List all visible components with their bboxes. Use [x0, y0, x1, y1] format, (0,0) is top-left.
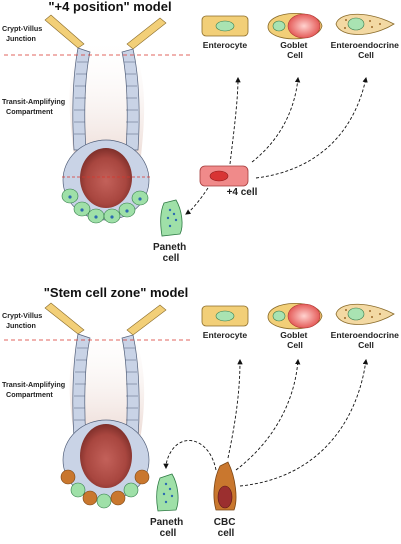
- crypt-structure: [44, 302, 167, 509]
- goblet-cell: Goblet Cell: [267, 302, 323, 350]
- goblet-label: Goblet Cell: [280, 330, 310, 350]
- paneth-label: Paneth cell: [153, 242, 189, 264]
- enterocyte-cell: Enterocyte: [201, 305, 249, 340]
- enteroendocrine-cell: Enteroendocrine Cell: [331, 303, 401, 350]
- enteroendocrine-cell: Enteroendocrine Cell: [331, 13, 401, 60]
- arrow-to-goblet: [251, 76, 301, 163]
- arrow-to-paneth: [163, 440, 217, 471]
- enteroendocrine-label: Enteroendocrine Cell: [331, 330, 401, 350]
- cbc-label: CBC cell: [214, 517, 238, 539]
- paneth-cell: Paneth cell: [150, 473, 186, 539]
- enterocyte-cell: Enterocyte: [201, 15, 249, 50]
- differentiation-arrows: [185, 76, 368, 215]
- panel-title: "+4 position" model: [48, 0, 171, 14]
- differentiation-arrows: [163, 358, 369, 487]
- enterocyte-label: Enterocyte: [203, 40, 248, 50]
- paneth-cell: Paneth cell: [153, 199, 189, 264]
- junction-label: Crypt-Villus Junction: [2, 311, 44, 330]
- arrow-to-enteroendocrine: [255, 76, 368, 179]
- panel-title: "Stem cell zone" model: [44, 285, 189, 300]
- arrow-to-enteroendocrine: [239, 358, 369, 487]
- crypt-structure: [44, 14, 167, 224]
- goblet-label: Goblet Cell: [280, 40, 310, 60]
- goblet-cell: Goblet Cell: [267, 12, 323, 60]
- plus4-stem-cell: +4 cell: [199, 165, 258, 198]
- arrow-to-goblet: [235, 358, 301, 471]
- arrow-to-paneth: [185, 187, 209, 215]
- paneth-label: Paneth cell: [150, 517, 186, 539]
- panel-plus4-model: "+4 position" model: [2, 0, 401, 264]
- arrow-to-enterocyte: [229, 76, 241, 165]
- plus4-cell-label: +4 cell: [227, 187, 258, 198]
- transit-amplifying-label: Transit-Amplifying Compartment: [2, 97, 67, 116]
- enteroendocrine-label: Enteroendocrine Cell: [331, 40, 401, 60]
- cbc-stem-cell: CBC cell: [213, 461, 238, 539]
- enterocyte-label: Enterocyte: [203, 330, 248, 340]
- junction-label: Crypt-Villus Junction: [2, 24, 44, 43]
- arrow-to-enterocyte: [227, 358, 243, 459]
- panel-stem-cell-zone-model: "Stem cell zone" model: [2, 285, 401, 539]
- transit-amplifying-label: Transit-Amplifying Compartment: [2, 380, 67, 399]
